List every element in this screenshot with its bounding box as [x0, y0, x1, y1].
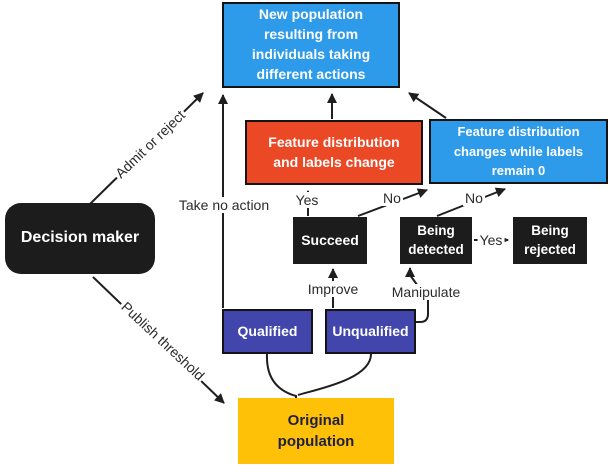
edge-qualified-to-original	[265, 353, 297, 399]
node-feature-distribution-labels-change: Feature distribution and labels change	[245, 120, 423, 185]
node-unqualified: Unqualified	[325, 309, 416, 354]
node-original-population: Original population	[238, 398, 394, 464]
edge-label-yes-succeed: Yes	[293, 192, 321, 208]
edge-label-yes-rejected: Yes	[477, 232, 505, 248]
node-being-rejected: Being rejected	[513, 217, 587, 264]
node-qualified: Qualified	[222, 309, 313, 354]
node-feature-distribution-labels-remain: Feature distribution changes while label…	[429, 119, 608, 184]
edge-label-no-succeed: No	[381, 190, 403, 206]
edge-manipulate	[405, 267, 429, 323]
edge-unqualified-to-original	[297, 353, 372, 396]
edge-feature-remain-to-new-population	[408, 92, 447, 119]
edge-label-take-no-action: Take no action	[176, 197, 272, 213]
node-new-population: New population resulting from individual…	[222, 2, 400, 88]
node-being-detected: Being detected	[400, 217, 472, 264]
edge-label-improve: Improve	[305, 281, 361, 297]
node-decision-maker: Decision maker	[5, 203, 155, 274]
node-succeed: Succeed	[293, 217, 367, 264]
edge-label-no-detected: No	[463, 190, 485, 206]
edge-label-manipulate: Manipulate	[389, 284, 463, 300]
